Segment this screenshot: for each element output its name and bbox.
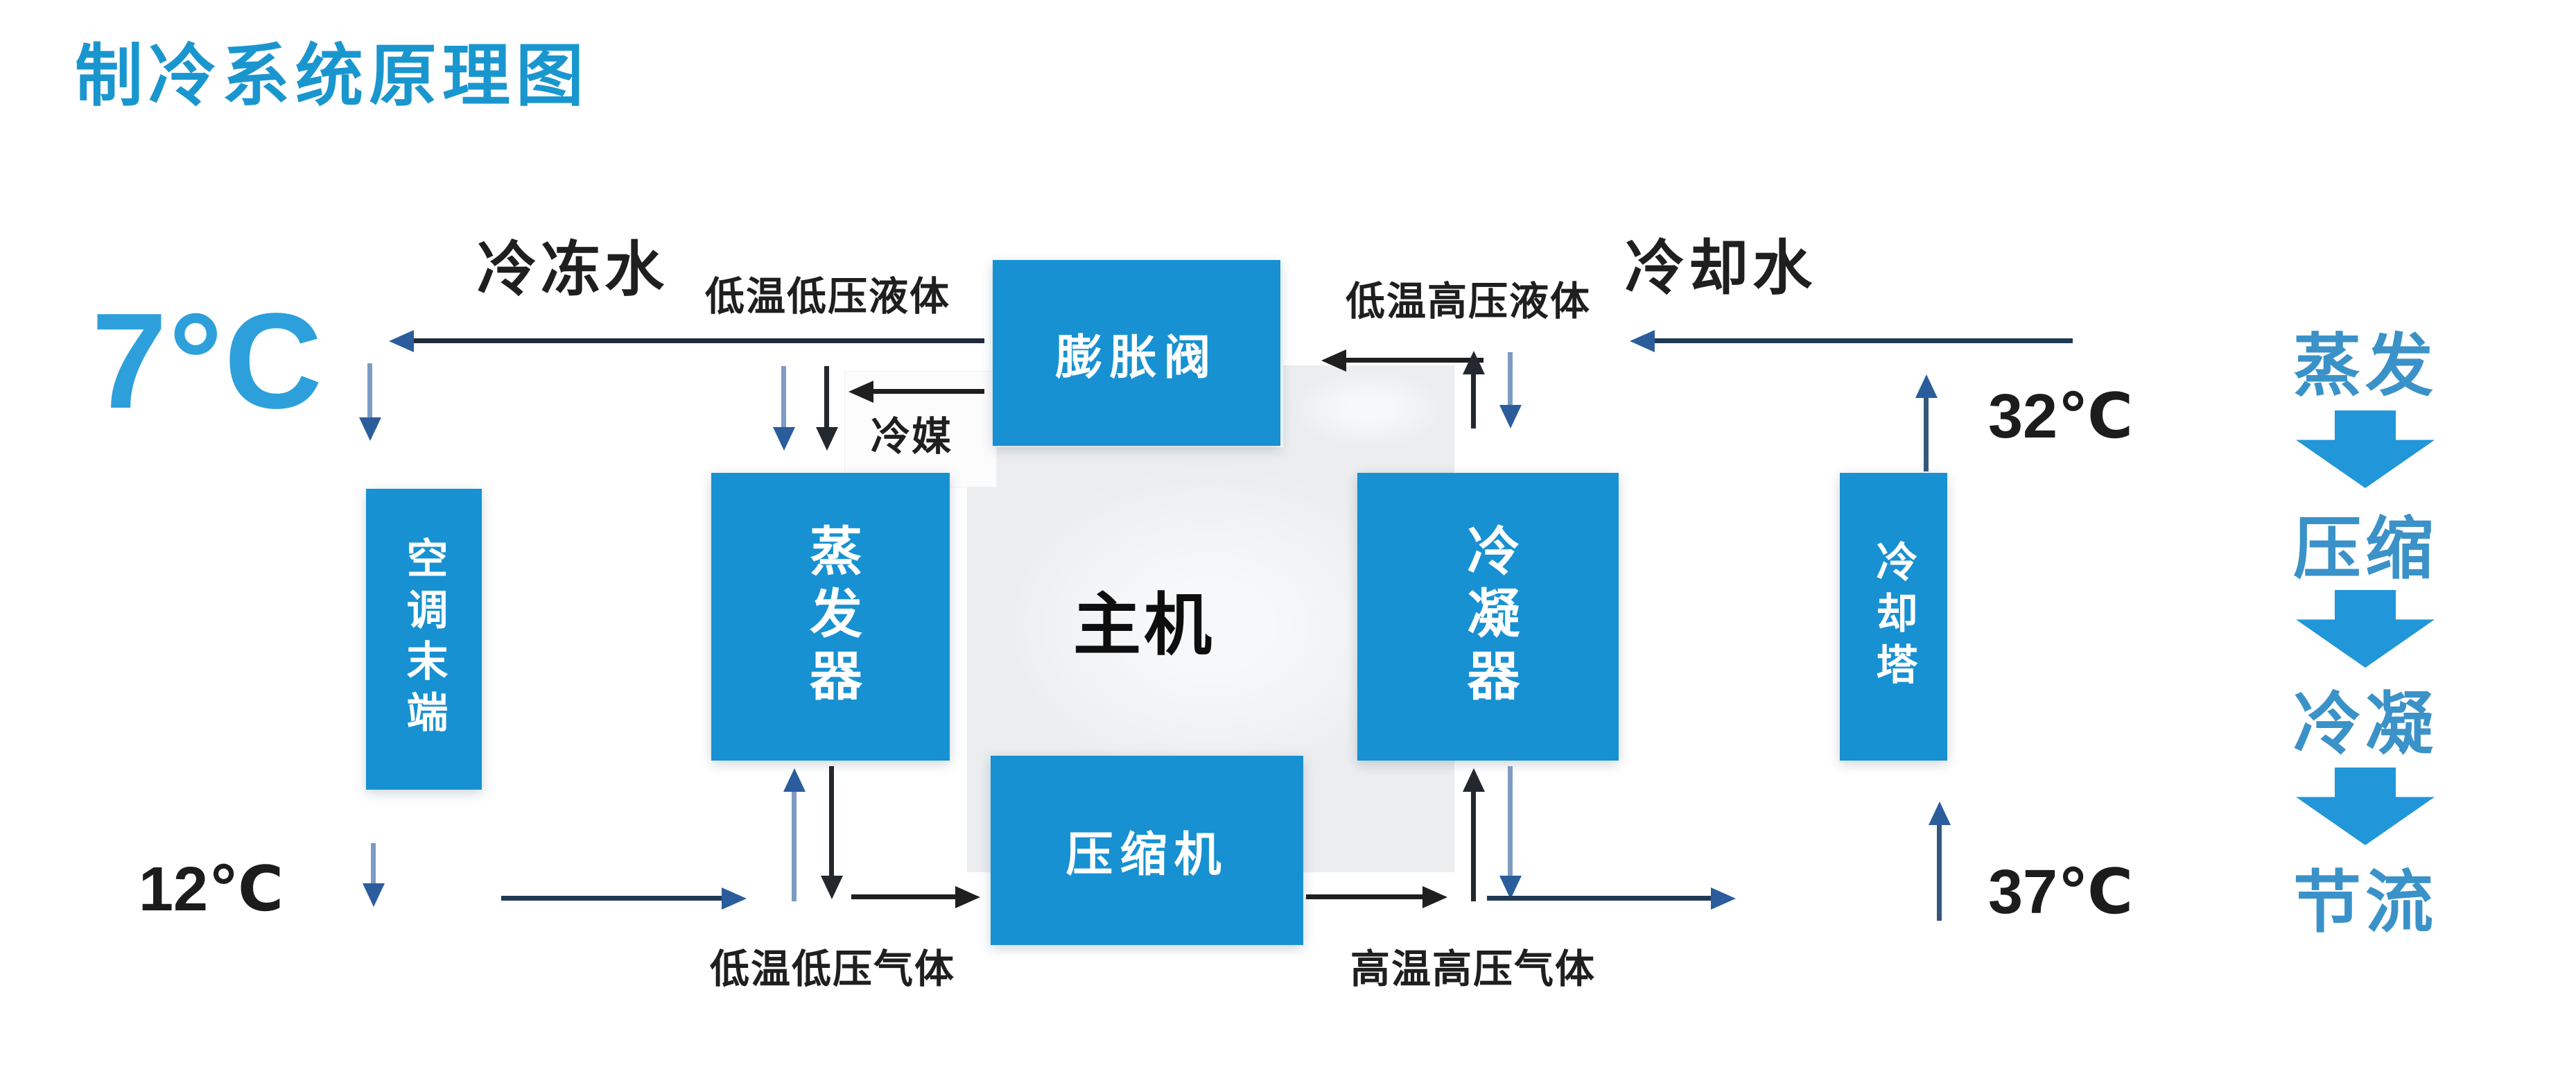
compressor-box: 压缩机: [991, 756, 1303, 945]
low-temp-low-pressure-gas-label: 低温低压气体: [710, 947, 955, 991]
process-arrow-down-icon: [2296, 768, 2435, 845]
arrow-compressor-to-condenser: [1306, 894, 1424, 899]
evaporator-box: 蒸发器: [711, 473, 950, 761]
cooling-tower-label: 冷却塔: [1870, 539, 1917, 694]
high-temp-high-pressure-gas-label: 高温高压气体: [1350, 947, 1596, 991]
refrigerant-label: 冷媒: [871, 415, 952, 459]
process-arrow-down-icon: [2296, 590, 2435, 668]
cooling-water-label: 冷却水: [1625, 235, 1816, 302]
condenser-label: 冷凝器: [1459, 523, 1518, 711]
expansion-valve-label: 膨胀阀: [1055, 331, 1218, 384]
arrow-chilled-supply-down: [367, 363, 372, 419]
process-step-compression: 压缩: [2292, 510, 2437, 587]
main-unit-panel-upper-right: [1283, 365, 1454, 469]
chilled-water-label: 冷冻水: [477, 236, 668, 303]
arrow-evaporator-bottom-up-blue: [792, 790, 797, 901]
arrow-condenser-bottom-up-black: [1471, 790, 1476, 901]
process-arrow-down-icon: [2296, 410, 2435, 488]
arrow-chilled-return-flow: [501, 896, 723, 901]
low-temp-low-pressure-liquid-label: 低温低压液体: [705, 275, 950, 319]
arrow-cooling-water-return: [1653, 338, 2073, 343]
cooling-outlet-temp: 37℃: [1988, 858, 2134, 927]
arrow-condenser-to-expansion: [1345, 358, 1483, 363]
arrow-chilled-water-supply: [412, 338, 984, 343]
ac-terminal-box: 空调末端: [366, 489, 482, 790]
chilled-supply-temp: 7°C: [92, 285, 324, 437]
compressor-label: 压缩机: [1065, 829, 1228, 881]
process-step-throttling: 节流: [2292, 864, 2437, 940]
main-unit-label: 主机: [1073, 587, 1215, 663]
expansion-valve-box: 膨胀阀: [993, 260, 1280, 446]
process-step-evaporation: 蒸发: [2292, 327, 2437, 404]
evaporator-label: 蒸发器: [801, 523, 860, 711]
arrow-evaporator-inlet-blue: [781, 366, 786, 428]
arrow-condenser-top-up-black: [1471, 373, 1476, 428]
chilled-return-temp: 12℃: [139, 855, 284, 924]
condenser-box: 冷凝器: [1357, 473, 1619, 761]
arrow-evaporator-bottom-down-black: [829, 766, 834, 877]
process-step-condensation: 冷凝: [2292, 686, 2437, 762]
arrow-condenser-bottom-down-blue: [1508, 766, 1513, 877]
arrow-chilled-return-down: [371, 843, 376, 885]
cooling-inlet-temp: 32℃: [1988, 382, 2134, 451]
arrow-evaporator-inlet-black: [824, 366, 829, 428]
arrow-cooling-tower-inlet-up: [1924, 397, 1929, 471]
cooling-tower-box: 冷却塔: [1840, 473, 1947, 761]
arrow-cooling-water-supply: [1487, 896, 1712, 901]
arrow-evaporator-to-compressor: [851, 894, 957, 899]
page-title: 制冷系统原理图: [75, 37, 590, 114]
arrow-condenser-top-down-blue: [1508, 352, 1513, 406]
arrow-cooling-tower-outlet-up: [1937, 824, 1942, 921]
low-temp-high-pressure-liquid-label: 低温高压液体: [1346, 279, 1591, 324]
arrow-expansion-to-evaporator: [872, 389, 984, 394]
ac-terminal-label: 空调末端: [401, 537, 447, 742]
